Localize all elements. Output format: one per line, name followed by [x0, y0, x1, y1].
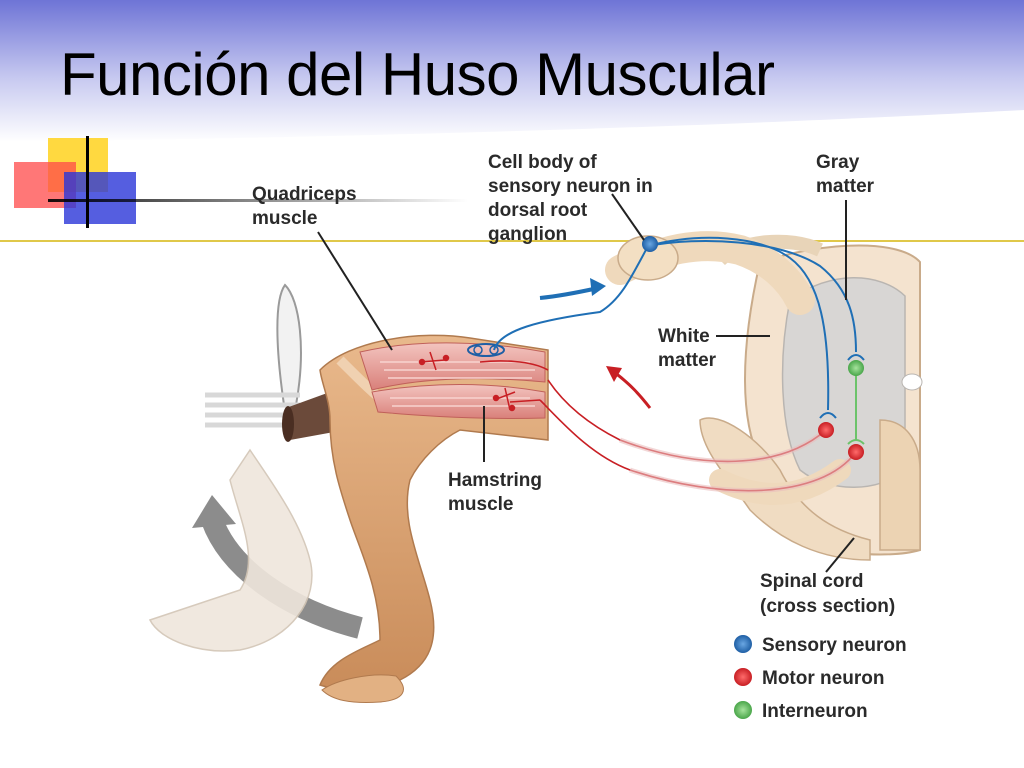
motor-neuron-hamstring-dot — [848, 444, 864, 460]
legend-interneuron-label: Interneuron — [762, 701, 868, 722]
header-band — [0, 0, 1024, 160]
sensory-neuron-branch — [647, 240, 857, 353]
motor-endplates — [418, 351, 516, 412]
label-gray-matter: Gray matter — [816, 152, 875, 197]
interneuron-cell-body-dot — [848, 360, 864, 376]
interneuron-terminal — [847, 439, 865, 445]
label-cell-body: Cell body of sensory neuron in dorsal ro… — [488, 152, 658, 245]
motor-neuron-quadriceps-dot — [818, 422, 834, 438]
motor-signal-arrowhead — [606, 366, 622, 382]
sensory-signal-arrow — [539, 286, 599, 300]
legend: Sensory neuron Motor neuron Interneuron — [734, 635, 907, 722]
leg-extension-ghost — [148, 448, 313, 652]
spinal-cord — [744, 244, 923, 556]
corner-decoration — [14, 136, 136, 228]
synapse-terminals — [819, 354, 865, 419]
legend-motor-swatch — [734, 668, 752, 686]
label-spinal-cord: Spinal cord (cross section) — [760, 571, 895, 617]
sensory-signal-arrowhead — [590, 278, 606, 296]
leg-illustration — [319, 334, 549, 703]
slide-title: Función del Huso Muscular — [60, 41, 775, 108]
leader-lines — [317, 193, 855, 573]
dorsal-root-ganglion — [617, 235, 679, 281]
legend-sensory-swatch — [734, 635, 752, 653]
label-white-matter: White matter — [658, 326, 717, 371]
accent-rule — [0, 240, 1024, 242]
title-rule — [48, 199, 468, 202]
motor-signal-arrow — [613, 370, 652, 409]
label-hamstring: Hamstring muscle — [448, 470, 547, 515]
header-gradient — [0, 0, 1024, 142]
muscle-spindle — [467, 343, 505, 357]
label-quadriceps: Quadriceps muscle — [252, 184, 362, 229]
legend-motor-label: Motor neuron — [762, 668, 884, 689]
leg-motion-arrowhead — [192, 495, 236, 528]
legend-interneuron-swatch — [734, 701, 752, 719]
sensory-cell-body-dot — [642, 236, 658, 252]
legend-sensory-label: Sensory neuron — [762, 635, 907, 656]
ventral-root — [709, 459, 851, 505]
reflex-hammer — [205, 283, 334, 442]
